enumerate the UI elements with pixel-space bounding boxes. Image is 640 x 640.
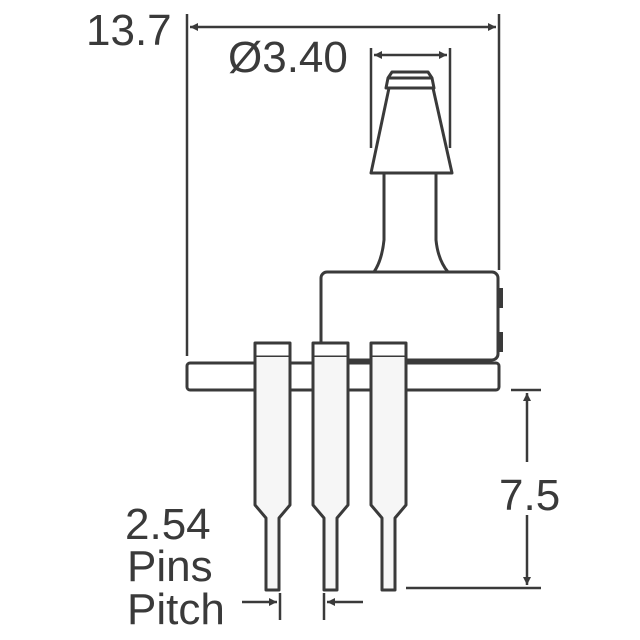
- port-tip: [384, 70, 436, 90]
- port-diameter-label: Ø3.40: [228, 33, 348, 82]
- pin-length-label: 7.5: [499, 471, 561, 520]
- pin-pitch-line3-label: Pitch: [127, 585, 225, 634]
- pin-2: [311, 341, 350, 592]
- pin-pitch-line2-label: Pins: [127, 542, 213, 591]
- port-stem: [372, 173, 450, 273]
- body-tab-lower: [499, 332, 503, 352]
- pin-3: [369, 341, 408, 592]
- pin-pitch-value-label: 2.54: [125, 500, 211, 549]
- overall-width-label: 13.7: [86, 6, 172, 55]
- sensor-body: [319, 270, 500, 362]
- port-barb: [369, 86, 454, 175]
- pin-1: [253, 341, 292, 592]
- body-tab-upper: [499, 288, 503, 308]
